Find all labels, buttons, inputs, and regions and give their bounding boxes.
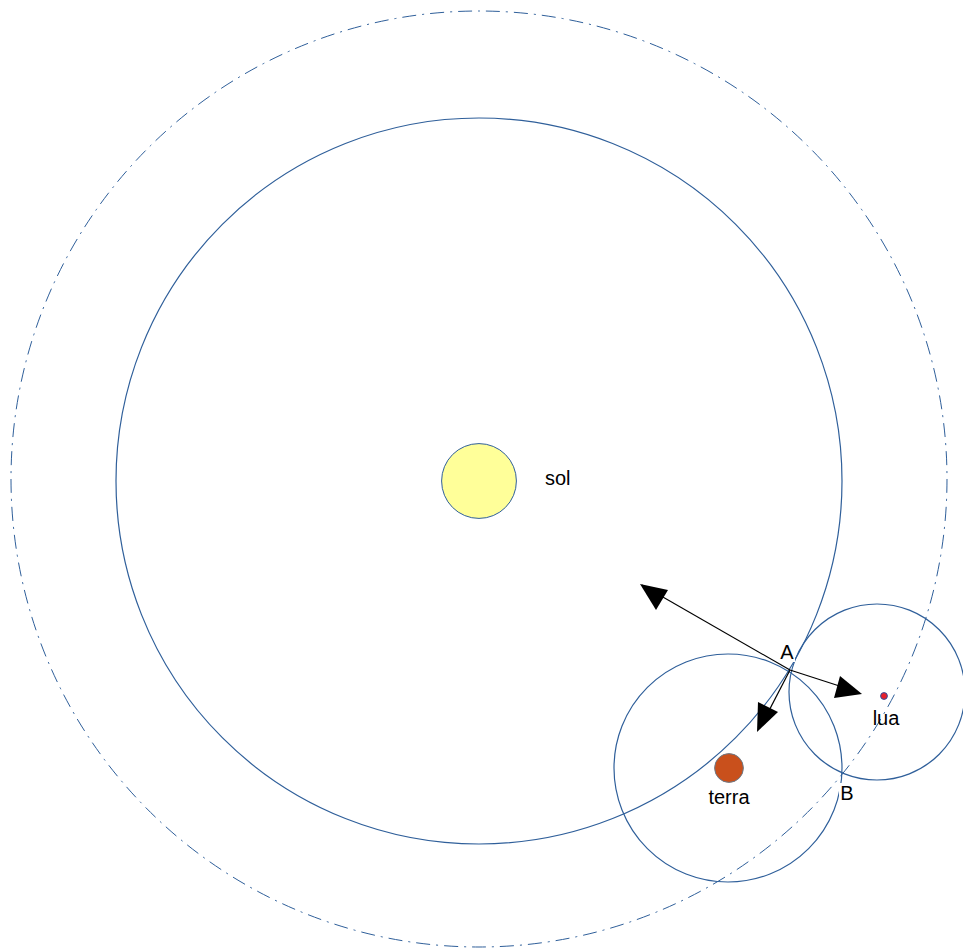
arrow-head [757, 702, 778, 732]
arrow-head [834, 676, 862, 698]
moon-circle [789, 604, 963, 780]
moon-orbit-path [11, 11, 947, 947]
body-name: terra [708, 787, 749, 807]
arrow-head [640, 584, 668, 610]
body-shape [714, 753, 744, 783]
body-shape [441, 443, 517, 519]
point-label: B [839, 783, 854, 803]
body-shape [880, 692, 888, 700]
earth-moon-orbit [614, 654, 842, 882]
body-name: lua [873, 708, 900, 728]
sun-body: sol [441, 443, 517, 519]
body-name: sol [545, 468, 571, 488]
earth-orbit [116, 118, 842, 844]
moon-body: lua [880, 692, 888, 700]
point-label: A [779, 642, 794, 662]
force-arrow [642, 585, 790, 670]
earth-body: terra [714, 753, 744, 783]
